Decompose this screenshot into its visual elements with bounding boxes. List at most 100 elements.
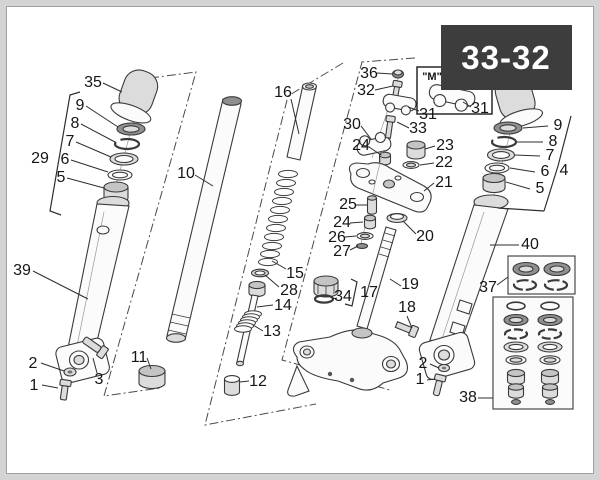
callout-1-right: 1 bbox=[416, 371, 425, 388]
part-oring-34 bbox=[313, 294, 335, 304]
page-code-badge: 33-32 bbox=[441, 25, 572, 90]
part-dust-seal-left bbox=[116, 122, 146, 136]
part-fork-cap-left bbox=[110, 69, 159, 201]
part-stem-plug-17 bbox=[313, 275, 339, 298]
part-ring-28 bbox=[250, 268, 270, 278]
callout-13: 13 bbox=[263, 323, 281, 340]
callout-7-right: 7 bbox=[546, 147, 555, 164]
leader-lines bbox=[32, 72, 549, 399]
callout-36: 36 bbox=[360, 65, 378, 82]
callout-14: 14 bbox=[274, 297, 292, 314]
part-guide-bush-right bbox=[482, 172, 506, 194]
callout-30: 30 bbox=[343, 116, 361, 133]
seal-kit-box-37 bbox=[507, 255, 576, 295]
part-nut-24-lower bbox=[363, 214, 377, 230]
callout-15: 15 bbox=[286, 265, 304, 282]
callout-9-left: 9 bbox=[76, 97, 85, 114]
part-main-spring-15 bbox=[258, 169, 298, 267]
callout-29: 29 bbox=[31, 150, 49, 167]
callout-5-left: 5 bbox=[57, 169, 66, 186]
page-code-badge-bg bbox=[441, 25, 572, 90]
seal-kit-box-38 bbox=[492, 296, 574, 410]
part-ring-left bbox=[107, 169, 133, 181]
part-washer-26 bbox=[356, 232, 374, 240]
callout-11: 11 bbox=[131, 349, 148, 366]
part-snap-ring-right bbox=[490, 135, 518, 149]
callout-32: 32 bbox=[357, 82, 375, 99]
callout-24-upper: 24 bbox=[352, 137, 370, 154]
callout-1-left: 1 bbox=[30, 377, 39, 394]
part-cone-ring-20 bbox=[386, 212, 408, 224]
callout-18: 18 bbox=[398, 299, 416, 316]
part-upper-yoke-21 bbox=[348, 162, 432, 213]
callout-23: 23 bbox=[436, 137, 454, 154]
callout-7-left: 7 bbox=[66, 133, 75, 150]
group-boundary-lines bbox=[103, 57, 416, 426]
callout-10: 10 bbox=[177, 165, 195, 182]
part-pinch-bolt-left bbox=[82, 336, 109, 360]
group-bracket-29 bbox=[49, 91, 81, 216]
part-washer-right bbox=[437, 363, 451, 373]
part-snap-ring-left bbox=[113, 137, 141, 151]
part-rebound-spring-13 bbox=[234, 310, 262, 333]
part-slider-tube-right bbox=[418, 194, 509, 381]
part-steering-stem-19 bbox=[356, 226, 397, 330]
part-seal-bushing-left bbox=[109, 152, 139, 166]
part-lower-yoke bbox=[287, 327, 408, 397]
part-bolt-18 bbox=[394, 321, 420, 338]
callout-34: 34 bbox=[334, 288, 352, 305]
callout-3: 3 bbox=[95, 371, 104, 388]
callout-31: 31 bbox=[419, 106, 437, 123]
callout-6-right: 6 bbox=[541, 163, 550, 180]
part-slider-tube-left bbox=[55, 195, 130, 384]
part-axle-bolt-right bbox=[432, 373, 447, 397]
callout-12: 12 bbox=[249, 373, 267, 390]
part-spacer-25 bbox=[366, 195, 378, 215]
callout-17: 17 bbox=[360, 284, 378, 301]
part-handlebar-clamp-31 bbox=[382, 93, 417, 116]
part-ring-right bbox=[484, 162, 510, 174]
page-code-label: 33-32 bbox=[461, 39, 550, 76]
part-ring-27 bbox=[355, 243, 369, 249]
callout-24-lower: 24 bbox=[333, 214, 351, 231]
part-bottom-cup-12 bbox=[223, 375, 241, 396]
callout-31-m-box: 31 bbox=[471, 100, 489, 117]
callout-2-left: 2 bbox=[29, 355, 38, 372]
callout-39: 39 bbox=[13, 262, 31, 279]
callout-35: 35 bbox=[84, 74, 102, 91]
callout-16: 16 bbox=[274, 84, 292, 101]
part-washer-22 bbox=[402, 161, 420, 169]
part-bottom-bushing-11 bbox=[138, 364, 166, 390]
callout-37: 37 bbox=[479, 279, 497, 296]
callout-40: 40 bbox=[521, 236, 539, 253]
callout-8-left: 8 bbox=[71, 115, 80, 132]
callout-20: 20 bbox=[416, 228, 434, 245]
part-dust-seal-right bbox=[493, 121, 523, 135]
callout-19: 19 bbox=[401, 276, 419, 293]
group-bracket-17 bbox=[344, 278, 358, 307]
m-box-ref-label: "M" bbox=[422, 71, 442, 83]
callout-21: 21 bbox=[435, 174, 453, 191]
callout-4: 4 bbox=[560, 162, 569, 179]
part-washer-left bbox=[63, 367, 77, 377]
part-plug-23 bbox=[406, 140, 426, 160]
callout-26: 26 bbox=[328, 229, 346, 246]
callout-5-right: 5 bbox=[536, 180, 545, 197]
callout-28: 28 bbox=[280, 282, 298, 299]
callout-22: 22 bbox=[435, 154, 453, 171]
part-bolt-33 bbox=[384, 115, 396, 139]
callout-2-right: 2 bbox=[419, 355, 428, 372]
callout-8-right: 8 bbox=[549, 133, 558, 150]
part-spacer-tube-16 bbox=[286, 82, 318, 161]
callout-33: 33 bbox=[409, 120, 427, 137]
part-axle-bolt-left bbox=[59, 378, 72, 401]
callout-25: 25 bbox=[339, 196, 357, 213]
callout-38: 38 bbox=[459, 389, 477, 406]
callout-27: 27 bbox=[333, 243, 351, 260]
part-seal-bushing-right bbox=[486, 148, 516, 162]
callout-9-right: 9 bbox=[554, 117, 563, 134]
group-bracket-4 bbox=[497, 115, 572, 212]
part-dome-nut-36 bbox=[391, 69, 405, 79]
